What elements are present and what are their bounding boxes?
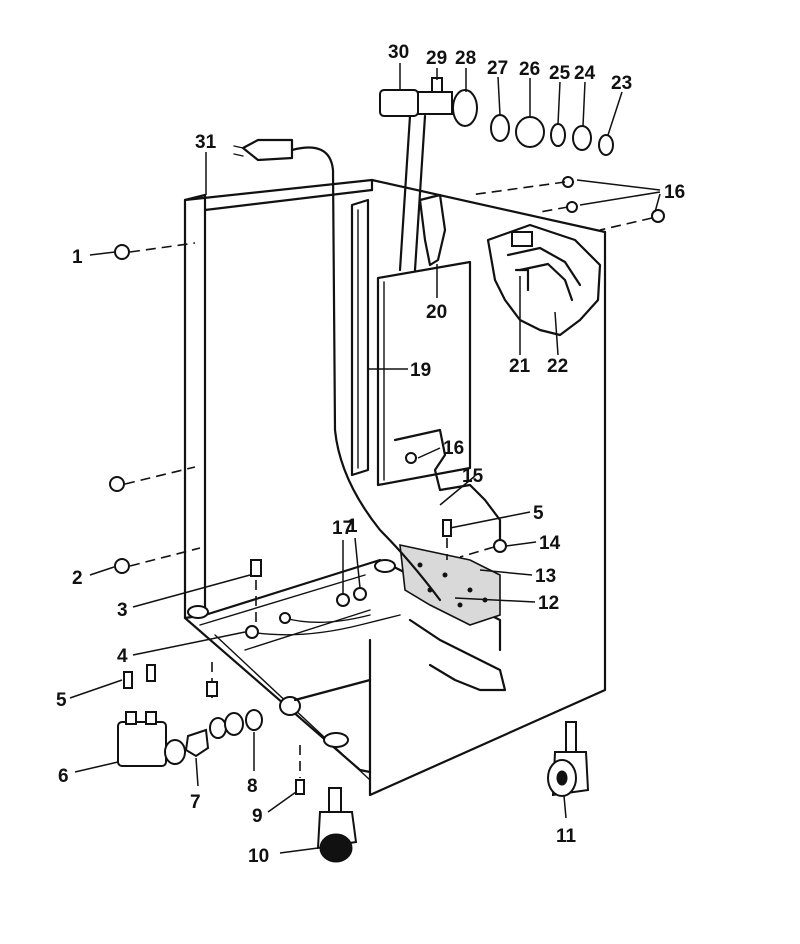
cutaway-upper (418, 193, 602, 337)
callout-31: 31 (195, 132, 217, 153)
leader-lines (69, 63, 661, 854)
callout-24: 24 (574, 63, 596, 84)
callout-13: 13 (535, 566, 556, 587)
cutaway-lower (393, 428, 507, 692)
callout-20: 20 (426, 302, 447, 323)
callout-28: 28 (455, 48, 476, 69)
callout-10: 10 (248, 846, 269, 867)
callout-2: 2 (72, 568, 83, 589)
front-panel (376, 260, 472, 487)
callout-4: 4 (117, 646, 128, 667)
callout-7: 7 (190, 792, 201, 813)
callout-16-top: 16 (664, 182, 685, 203)
callout-5-lower: 5 (56, 690, 67, 711)
inlet-hose-assembly (379, 77, 614, 272)
callout-3: 3 (117, 600, 128, 621)
callout-1-upper: 1 (72, 247, 83, 268)
callout-8: 8 (247, 776, 258, 797)
fitting-parts (184, 709, 263, 758)
callout-26: 26 (519, 59, 540, 80)
callout-16-mid: 16 (443, 438, 464, 459)
cabinet (183, 178, 607, 797)
callout-5-mid: 5 (533, 503, 544, 524)
callout-15: 15 (462, 466, 484, 487)
callout-21: 21 (509, 356, 531, 377)
callout-27: 27 (487, 58, 508, 79)
callout-14: 14 (539, 533, 561, 554)
callout-19: 19 (410, 360, 431, 381)
callout-12: 12 (538, 593, 559, 614)
callout-22: 22 (547, 356, 568, 377)
callout-1-inner: 1 (347, 516, 358, 537)
callout-6: 6 (58, 766, 69, 787)
callout-17: 17 (332, 518, 353, 539)
wire-harness (245, 612, 401, 702)
fasteners (109, 176, 665, 795)
vertical-channel (350, 198, 370, 477)
callout-23: 23 (611, 73, 632, 94)
water-valve (117, 711, 186, 767)
callout-labels: 30 29 28 27 26 25 24 23 31 16 1 20 21 22… (56, 42, 685, 867)
callout-30: 30 (388, 42, 409, 63)
callout-11: 11 (556, 826, 577, 847)
callout-29: 29 (426, 48, 447, 69)
caster-right (547, 721, 590, 797)
caster-front (316, 787, 358, 863)
callout-25: 25 (549, 63, 571, 84)
power-cord (233, 138, 442, 602)
callout-9: 9 (252, 806, 263, 827)
